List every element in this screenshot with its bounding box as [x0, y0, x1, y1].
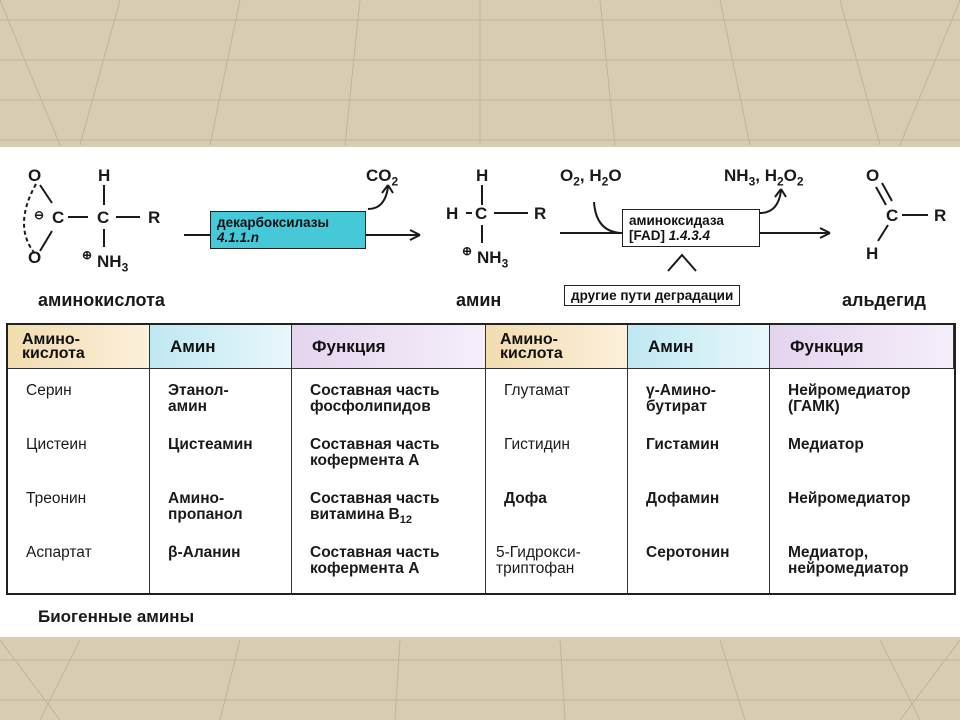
header-amine-right: Амин	[628, 325, 770, 369]
atom-c-alpha: C	[97, 208, 110, 227]
amine-group-nh3: NH3	[477, 248, 509, 271]
table-cell: Составная часть фосфолипидов	[310, 382, 440, 415]
aldehyde-atom-c: C	[886, 206, 899, 225]
table-cell: Треонин	[26, 490, 87, 507]
reagents-o2-h2o: O2, H2O	[560, 166, 622, 189]
column-amino-acid-right: Глутамат Гистидин Дофа 5-Гидрокси- трипт…	[486, 369, 628, 593]
table-cell: γ-Амино- бутират	[646, 382, 716, 415]
table-cell: Медиатор	[788, 436, 864, 453]
amine-atom-c: C	[475, 204, 488, 223]
table-cell: Составная часть кофермента А	[310, 436, 440, 469]
biogenic-amines-table: Амино- кислота Амин Функция Амино- кисло…	[6, 323, 956, 595]
header-function-left: Функция	[292, 325, 486, 369]
atom-o-top: O	[28, 166, 42, 185]
product-co2: CO2	[366, 166, 399, 189]
table-cell: 5-Гидрокси- триптофан	[496, 544, 581, 577]
table-cell: Составная часть кофермента А	[310, 544, 440, 577]
amine-atom-h-top: H	[476, 166, 489, 185]
other-pathways-box: другие пути деградации	[564, 285, 741, 306]
column-function-right: Нейромедиатор (ГАМК) Медиатор Нейромедиа…	[770, 369, 954, 593]
table-cell: β-Аланин	[168, 544, 241, 561]
amine-oxidase-box: аминоксидаза [FAD] 1.4.3.4	[622, 209, 760, 247]
column-function-left: Составная часть фосфолипидов Составная ч…	[292, 369, 486, 593]
table-cell: Нейромедиатор	[788, 490, 911, 507]
table-cell: Цистеин	[26, 436, 87, 453]
header-amine-left: Амин	[150, 325, 292, 369]
table-cell: Дофамин	[646, 490, 720, 507]
header-function-right: Функция	[770, 325, 954, 369]
atom-o-bottom: O	[28, 248, 42, 267]
group-nh3: NH3	[97, 252, 129, 275]
table-cell: Глутамат	[504, 382, 570, 399]
table-cell: Цистеамин	[168, 436, 253, 453]
caption-aldehyde: альдегид	[842, 290, 926, 310]
products-nh3-h2o2: NH3, H2O2	[724, 166, 804, 189]
table-cell: Нейромедиатор (ГАМК)	[788, 382, 911, 415]
decarboxylase-label: декарбоксилазы	[217, 215, 330, 230]
table-cell: Дофа	[504, 490, 547, 507]
amine-charge-plus: ⊕	[462, 244, 473, 258]
amine-oxidase-ec: 1.4.3.4	[668, 228, 711, 243]
column-amine-right: γ-Амино- бутират Гистамин Дофамин Серото…	[628, 369, 770, 593]
figure-title: Биогенные амины	[38, 607, 195, 626]
table-cell: Этанол- амин	[168, 382, 229, 415]
decarboxylase-ec: 4.1.1.n	[217, 230, 260, 245]
column-amino-acid-left: Серин Цистеин Треонин Аспартат	[8, 369, 150, 593]
aldehyde-atom-h: H	[866, 244, 879, 263]
table-cell: Гистамин	[646, 436, 720, 453]
amine-atom-h-left: H	[446, 204, 459, 223]
decarboxylase-box: декарбоксилазы 4.1.1.n	[210, 211, 366, 249]
table-cell-vitamin: Составная часть витамина B12	[310, 490, 440, 527]
amine-oxidase-cofactor: [FAD]	[629, 228, 665, 243]
table-cell: Аспартат	[26, 544, 92, 561]
content-panel: O O ⊖ C H C R ⊕ NH3 аминокислота CO2 дек…	[0, 147, 960, 637]
charge-minus: ⊖	[34, 208, 45, 222]
atom-c-carboxyl: C	[52, 208, 65, 227]
charge-plus: ⊕	[82, 248, 93, 262]
atom-h: H	[98, 166, 111, 185]
amine-oxidase-label: аминоксидаза	[629, 213, 724, 228]
column-amine-left: Этанол- амин Цистеамин Амино- пропанол β…	[150, 369, 292, 593]
caption-amino-acid: аминокислота	[38, 290, 165, 310]
table-cell: Медиатор, нейромедиатор	[788, 544, 909, 577]
header-amino-acid-right: Амино- кислота	[486, 325, 628, 369]
caption-amine: амин	[456, 290, 502, 310]
table-cell: Амино- пропанол	[168, 490, 243, 523]
header-amino-acid-left: Амино- кислота	[8, 325, 150, 369]
aldehyde-atom-r: R	[934, 206, 947, 225]
table-cell: Гистидин	[504, 436, 570, 453]
atom-r: R	[148, 208, 161, 227]
amine-atom-r: R	[534, 204, 547, 223]
aldehyde-atom-o: O	[866, 166, 880, 185]
table-cell: Серотонин	[646, 544, 730, 561]
table-cell: Серин	[26, 382, 72, 399]
